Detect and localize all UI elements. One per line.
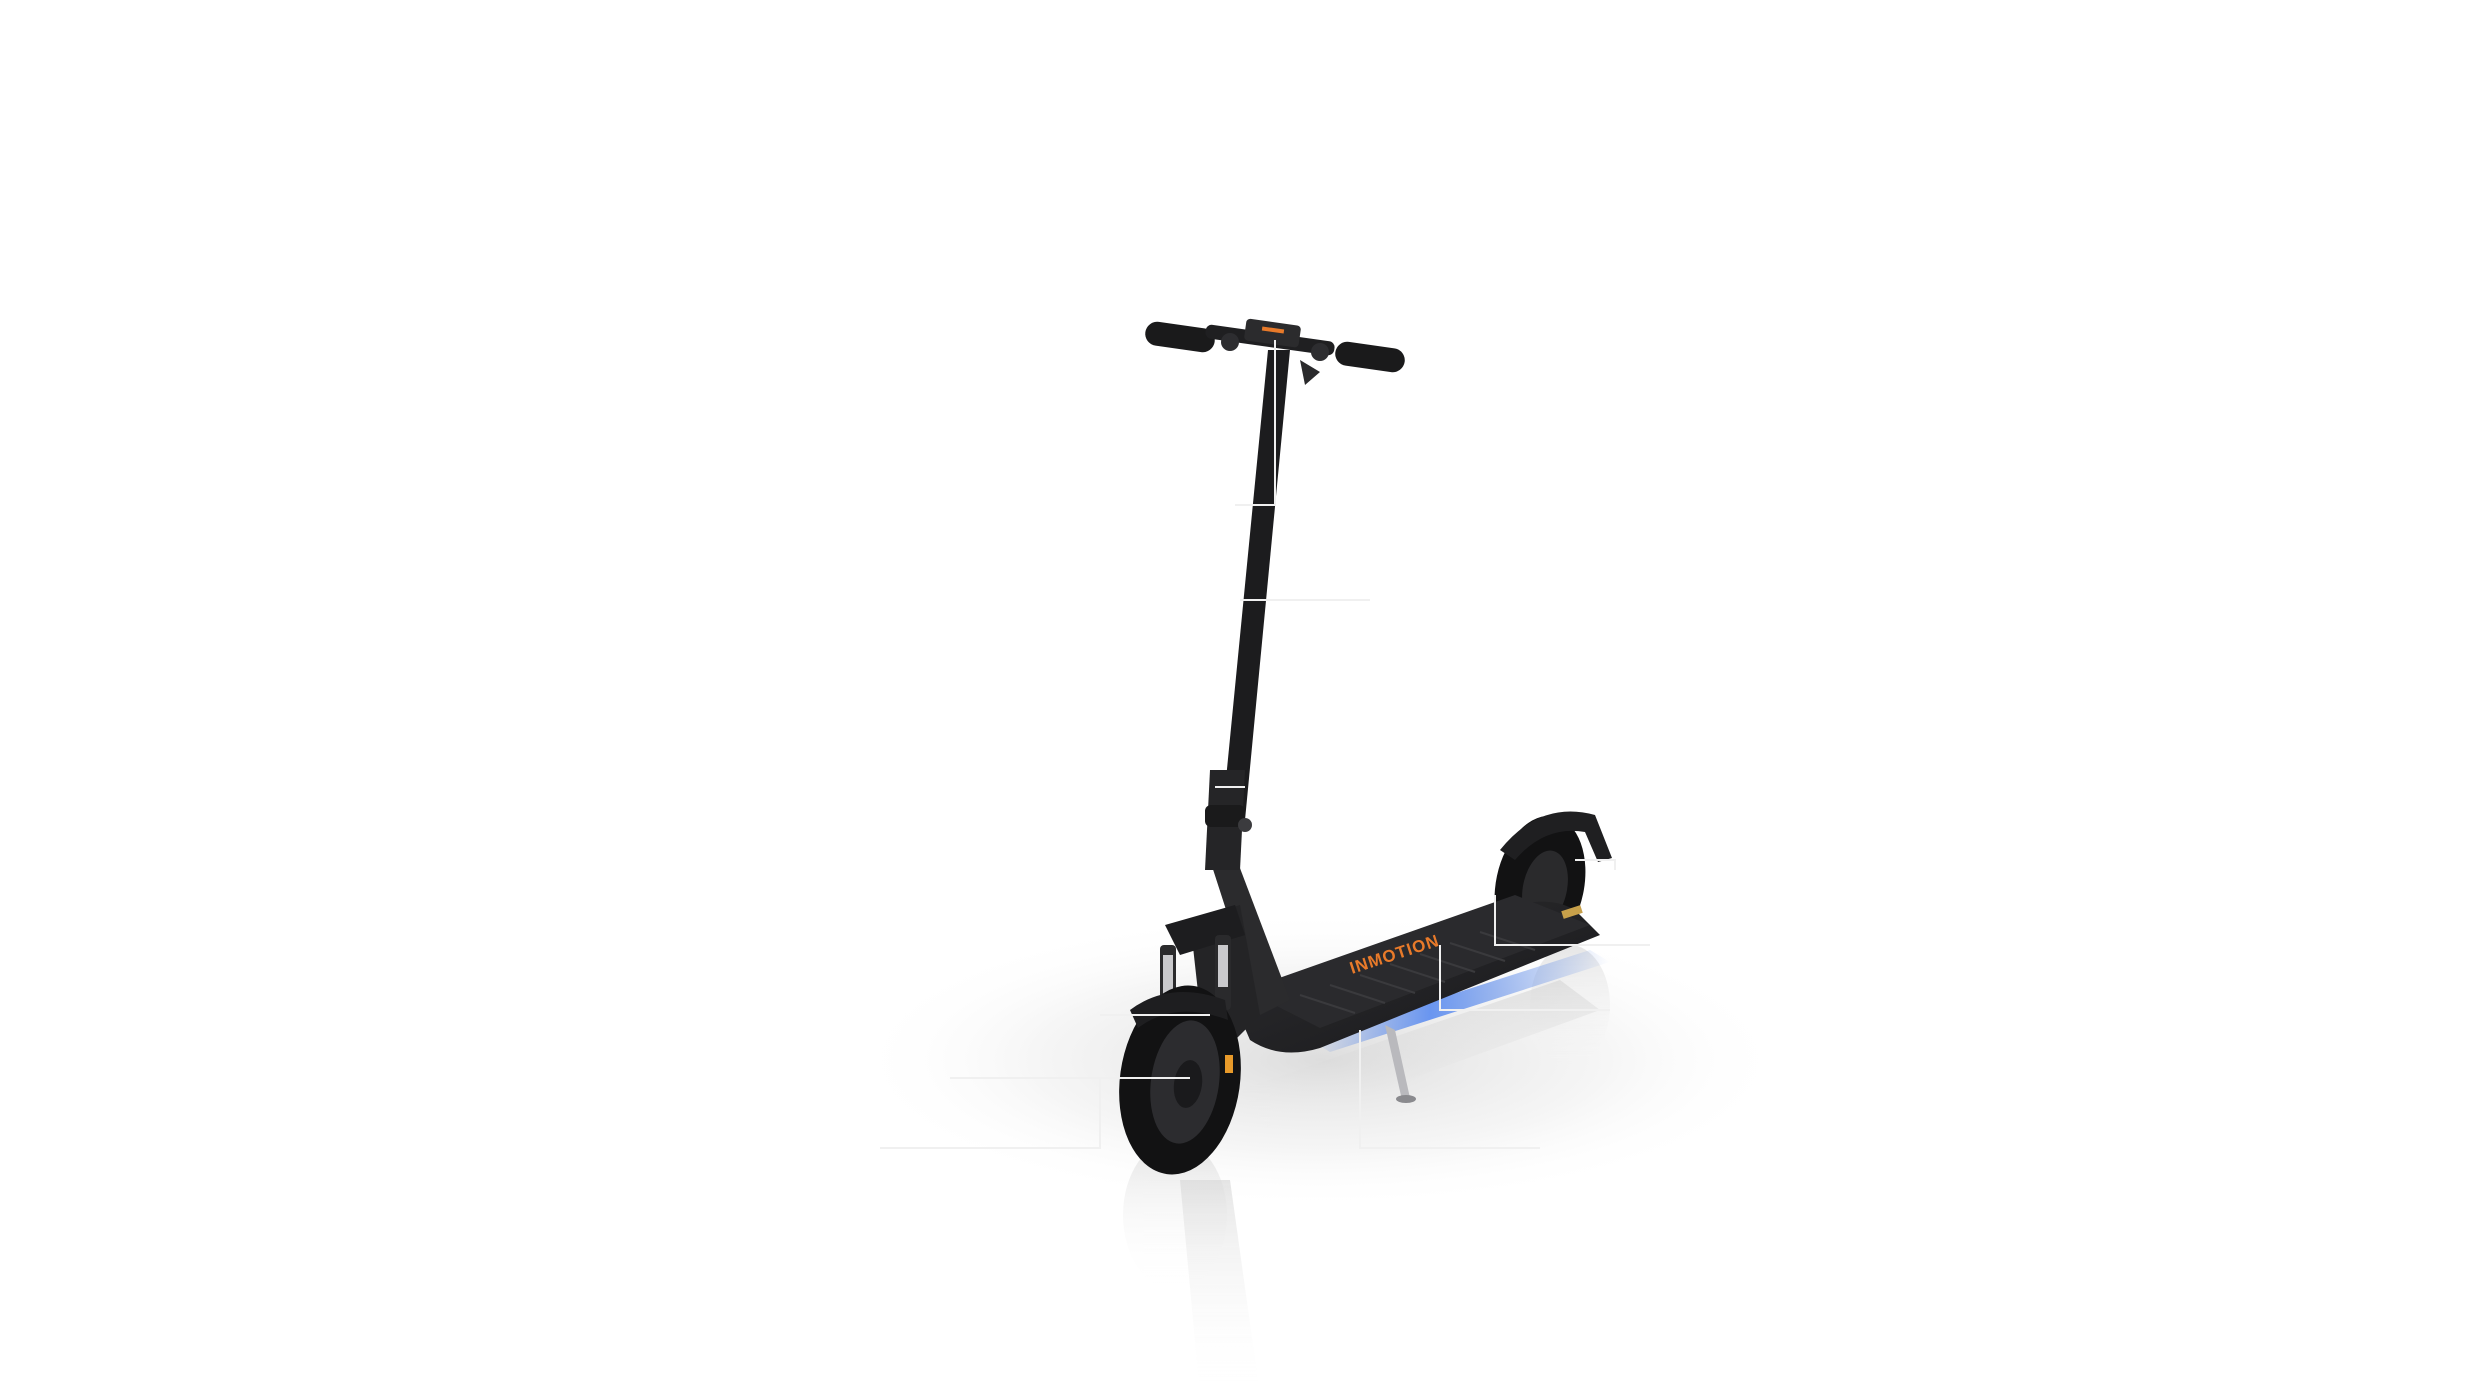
front-reflector — [1225, 1055, 1233, 1073]
rear-badge — [1561, 905, 1583, 919]
deck: INMOTION — [1235, 895, 1600, 1053]
right-grip — [1335, 341, 1405, 373]
left-grip — [1145, 321, 1215, 353]
dashboard-display — [1244, 318, 1301, 348]
handlebar — [1145, 318, 1405, 385]
front-wheel — [1119, 985, 1241, 1175]
right-control — [1311, 343, 1329, 361]
floor-shadow — [850, 910, 1790, 1210]
clamp-knob — [1238, 818, 1252, 832]
front-fender — [1130, 992, 1228, 1028]
left-control — [1221, 333, 1239, 351]
kickstand — [1385, 1025, 1416, 1103]
stem — [1205, 350, 1290, 870]
underglow-light — [1310, 950, 1610, 1052]
folding-clamp — [1205, 805, 1245, 827]
rear-fender — [1500, 811, 1612, 862]
callout-lines — [880, 340, 1650, 1149]
brake-lever — [1300, 360, 1320, 385]
